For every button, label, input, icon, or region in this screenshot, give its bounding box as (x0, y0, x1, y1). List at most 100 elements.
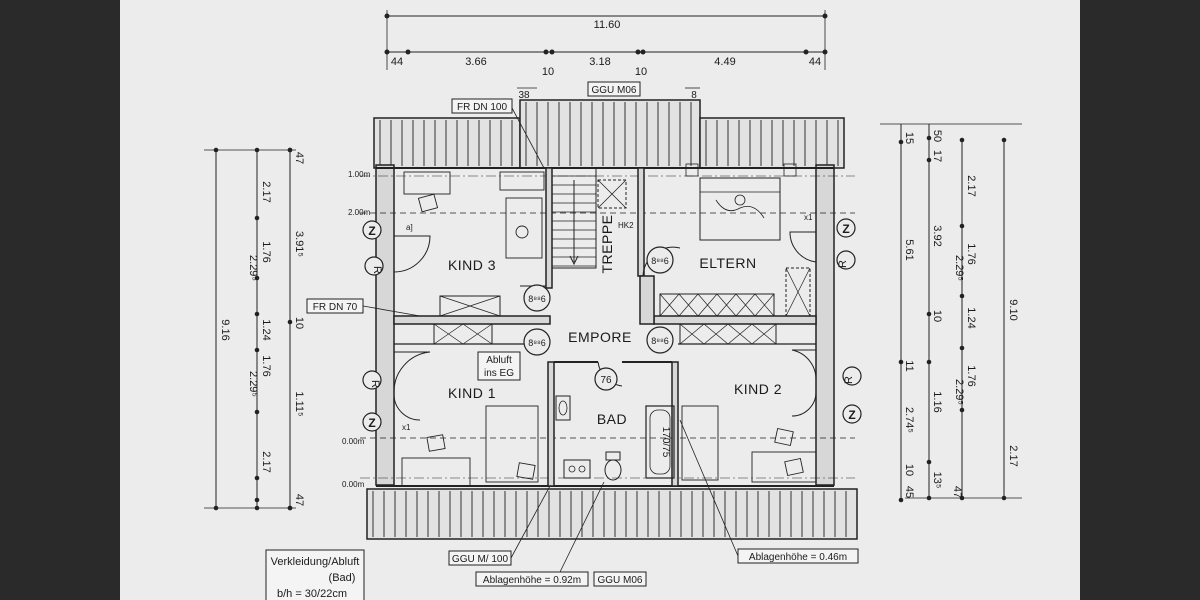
label-ablage-092: Ablagenhöhe = 0.92m (483, 575, 581, 586)
room-treppe: TREPPE (599, 214, 615, 273)
label-hk2: HK2 (618, 221, 634, 230)
toilet-icon (604, 451, 622, 481)
label-ablage-046: Ablagenhöhe = 0.46m (749, 552, 847, 563)
right-total-dim: 9.10 (1007, 299, 1019, 320)
right-col3-6: 2.29⁵ (953, 379, 965, 405)
duct-marker-3: 8⁸⁸6 (651, 256, 669, 266)
label-a1: a] (406, 223, 413, 232)
r-marker-3: R (837, 260, 849, 268)
right-col2-6: 13⁵ (931, 472, 943, 489)
built-in-cabinets (433, 267, 811, 345)
right-col3-2: 1.76 (965, 243, 977, 264)
left-inner-2: 10 (293, 317, 305, 329)
duct-marker-2: 8⁸⁸6 (528, 338, 546, 348)
r-marker-1: R (371, 266, 383, 274)
room-labels: KIND 3 ELTERN EMPORE KIND 1 KIND 2 BAD T… (448, 214, 782, 427)
duct-marker-4: 8⁸⁸6 (651, 336, 669, 346)
top-dim-seg-2: 3.66 (465, 56, 486, 68)
right-col1-4: 2.74⁵ (903, 407, 915, 433)
top-small-dim-1: 38 (518, 90, 530, 101)
right-col2-5: 1.16 (931, 391, 943, 412)
room-bad: BAD (597, 411, 627, 427)
right-col3-4: 1.24 (965, 307, 977, 328)
z-marker-1: Z (368, 224, 375, 238)
roof-eave-top (373, 99, 845, 169)
label-ggu-m100: GGU M/ 100 (452, 554, 509, 565)
left-outer-5: 1.76 (260, 355, 272, 376)
bed-icon (685, 163, 797, 241)
sink-icon (555, 395, 591, 479)
right-col3-3: 2.29⁵ (953, 255, 965, 281)
top-small-dim-2: 8 (691, 90, 697, 101)
bathtub-icon (645, 405, 675, 479)
left-outer-6: 2.17 (260, 451, 272, 472)
right-col1-3: 11 (903, 360, 915, 371)
label-x1-left: x1 (402, 423, 411, 432)
top-dim-seg-4: 3.18 (589, 56, 610, 68)
duct-marker-1: 8⁸⁸6 (528, 294, 546, 304)
left-outer-mid-1: 2.29⁵ (247, 255, 259, 281)
right-col2-3: 3.92 (931, 225, 943, 246)
bathroom-duct-note: Verkleidung/Abluft (Bad) b/h = 30/22cm (265, 549, 365, 600)
right-col1-2: 5.61 (903, 239, 915, 260)
right-col3-5: 1.76 (965, 365, 977, 386)
right-col3-7: 2.17 (1007, 445, 1019, 466)
chair-icon (417, 193, 804, 480)
top-dim-seg-5: 10 (635, 66, 647, 78)
top-total-dim: 11.60 (594, 19, 621, 31)
left-total-dim: 9.16 (219, 319, 231, 340)
top-dim-seg-1: 44 (391, 56, 403, 68)
left-dimension-chains: 9.16 47 2.17 1.76 1.24 1.76 2.17 47 2.29… (204, 147, 305, 511)
room-kind-3: KIND 3 (448, 257, 496, 273)
r-marker-4: R (843, 376, 855, 384)
label-abluft: Abluft (486, 355, 512, 366)
label-ggu-m06-bottom: GGU M06 (597, 575, 642, 586)
left-inner-1: 3.91⁵ (293, 231, 305, 257)
r-marker-2: R (369, 380, 381, 388)
desk-icon (401, 171, 817, 487)
top-dim-seg-7: 44 (809, 56, 821, 68)
right-dimension-chains: 15 5.61 11 2.74⁵ 10 45 50 17 3.92 10 1.1… (880, 123, 1022, 503)
marker-76: 76 (600, 375, 612, 386)
z-marker-4: Z (848, 408, 855, 422)
right-col1-5: 10 (903, 464, 915, 476)
left-outer-4: 1.24 (260, 319, 272, 340)
height-1-00: 1.00m (348, 170, 371, 179)
left-inner-3: 1.11⁵ (293, 391, 305, 416)
left-outer-mid-2: 2.29⁵ (247, 371, 259, 397)
roof-eave-bottom (366, 488, 858, 540)
left-outer-7: 47 (293, 494, 305, 506)
right-col1-6: 45 (903, 486, 915, 498)
label-ggu-m06-top: GGU M06 (591, 85, 636, 96)
boxed-labels: FR DN 100 GGU M06 FR DN 70 Abluft ins EG… (306, 81, 859, 587)
outer-walls (360, 164, 855, 487)
room-eltern: ELTERN (699, 255, 756, 271)
room-kind-1: KIND 1 (448, 385, 496, 401)
r-markers: R R R R (362, 250, 862, 390)
right-col2-4: 10 (931, 310, 943, 322)
left-outer-1: 47 (293, 152, 305, 164)
right-col1-1: 15 (903, 132, 915, 144)
label-fr-dn-100: FR DN 100 (457, 102, 507, 113)
room-empore: EMPORE (568, 329, 632, 345)
height-0-00-b: 0.00m (342, 480, 365, 489)
z-marker-3: Z (842, 222, 849, 236)
label-x1-right: x1 (804, 213, 813, 222)
right-col2-7: 47 (951, 486, 963, 498)
label-fr-dn-70: FR DN 70 (313, 302, 358, 313)
height-2-00: 2.00m (348, 208, 371, 217)
top-dim-seg-6: 4.49 (714, 56, 735, 68)
left-outer-3: 1.76 (260, 241, 272, 262)
duct-markers: 8⁸⁸6 8⁸⁸6 8⁸⁸6 8⁸⁸6 76 (523, 246, 674, 391)
right-col2-1: 50 (931, 130, 943, 142)
room-kind-2: KIND 2 (734, 381, 782, 397)
shaft-box (597, 179, 627, 209)
right-col3-1: 2.17 (965, 175, 977, 196)
staircase-icon (551, 167, 597, 269)
right-col2-2: 17 (931, 150, 943, 162)
bathtub-size: 170/75 (660, 427, 671, 458)
top-dim-seg-3: 10 (542, 66, 554, 78)
small-labels: 1.00m 2.00m 0.00m 0.00m HK2 x1 x1 a] (342, 170, 813, 489)
label-ins-eg: ins EG (484, 368, 514, 379)
